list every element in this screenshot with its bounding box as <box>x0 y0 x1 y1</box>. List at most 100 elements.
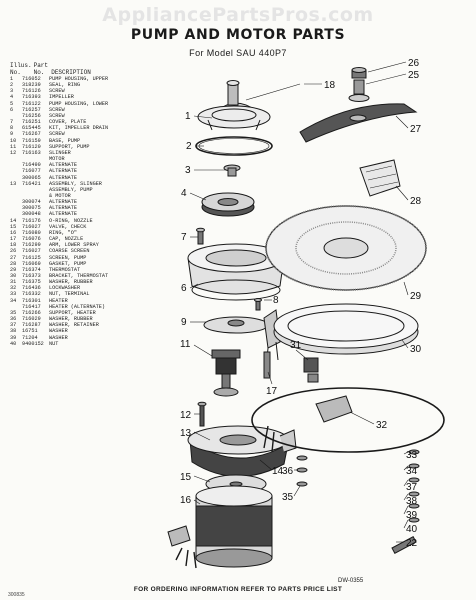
legend-illus-no: 31 <box>10 279 17 286</box>
legend-row: 12 716163 SLINGER <box>10 150 140 156</box>
legend-description: WASHER, RETAINER <box>49 322 99 329</box>
callout-18: 18 <box>324 80 336 91</box>
legend-part-no: 716393 <box>22 94 41 101</box>
callout-32: 32 <box>376 420 388 431</box>
legend-illus-no: 28 <box>10 260 17 267</box>
legend-illus-no: 4 <box>10 94 14 101</box>
legend-part-no: 716421 <box>22 180 41 187</box>
legend-part-no: 716176 <box>22 217 41 224</box>
legend-row: 33 716332 NUT, TERMINAL <box>10 291 140 297</box>
legend-description: ARM, LOWER SPRAY <box>49 242 99 249</box>
legend-part-no: 716436 <box>22 285 41 292</box>
callout-16: 16 <box>180 495 192 506</box>
legend-part-no: 300075 <box>22 205 41 212</box>
legend-part-no: 716332 <box>22 291 41 298</box>
callout-34: 34 <box>406 466 418 477</box>
legend-part-no: 318239 <box>22 82 41 89</box>
legend-header-illus: Illus. <box>10 62 32 69</box>
pump-screen <box>265 205 427 291</box>
legend-row: 5 716122 PUMP HOUSING, LOWER <box>10 101 140 107</box>
ordering-footer: FOR ORDERING INFORMATION REFER TO PARTS … <box>133 586 343 593</box>
legend-description: SCREW <box>49 88 65 95</box>
legend-part-no: 716251 <box>22 119 41 126</box>
lower-spray-arm <box>299 103 418 143</box>
legend-description: IMPELLER <box>49 94 74 101</box>
legend-header-desc: DESCRIPTION <box>51 69 91 76</box>
legend-row: & MOTOR <box>10 193 140 199</box>
legend-description: PUMP HOUSING, LOWER <box>49 100 109 107</box>
legend-illus-no: 18 <box>10 242 17 249</box>
pump-gasket <box>273 303 419 355</box>
legend-part-no: 716076 <box>22 236 41 243</box>
legend-part-no: 300048 <box>22 211 41 218</box>
screw-7 <box>196 227 205 245</box>
legend-illus-no: 10 <box>10 137 17 144</box>
legend-description: SCREW <box>49 131 65 138</box>
legend-illus-no: 5 <box>10 100 14 107</box>
legend-part-no: 716027 <box>22 248 41 255</box>
legend-illus-no: 16 <box>10 229 17 236</box>
drawing-code: DW-0355 <box>338 578 364 584</box>
legend-description: ALTERNATE <box>49 205 78 212</box>
callout-1: 1 <box>185 111 191 122</box>
legend-description: ALTERNATE <box>49 162 78 169</box>
legend-part-no: 716287 <box>22 322 41 329</box>
legend-description: COARSE SCREEN <box>49 248 90 255</box>
legend-row: 9 716267 SCREW <box>10 131 140 137</box>
callout-14: 14 <box>272 466 284 477</box>
legend-part-no: 716163 <box>22 149 41 156</box>
callout-39: 39 <box>406 510 418 521</box>
heater-element <box>251 387 445 453</box>
legend-description: SLINGER <box>49 149 71 156</box>
legend-illus-no: 30 <box>10 273 17 279</box>
motor <box>167 485 273 569</box>
legend-description: & MOTOR <box>49 192 71 199</box>
coarse-screen <box>359 159 401 197</box>
legend-part-no: 716029 <box>22 316 41 323</box>
legend-illus-no: 9 <box>10 131 14 138</box>
callout-22: 22 <box>406 538 418 549</box>
legend-illus-no: 12 <box>10 149 17 156</box>
legend-description: CAP, NOZZLE <box>49 236 84 243</box>
callout-labels: 1 2 3 4 7 6 8 9 11 12 13 14 15 16 17 18 … <box>180 58 422 549</box>
impeller <box>201 192 255 217</box>
legend-part-no: 716122 <box>22 100 41 107</box>
callout-30: 30 <box>410 344 422 355</box>
legend-part-no: 716490 <box>22 162 41 169</box>
legend-description: BASE, PUMP <box>49 137 81 144</box>
legend-part-no: 716267 <box>22 131 41 138</box>
callout-37: 37 <box>406 482 418 493</box>
legend-description: WASHER, RUBBER <box>49 316 93 323</box>
legend-description: COVER, PLATE <box>49 119 87 126</box>
legend-description: WASHER <box>49 328 68 335</box>
legend-illus-no: 33 <box>10 291 17 298</box>
legend-description: ALTERNATE <box>49 211 78 218</box>
legend-description: O-RING, NOZZLE <box>49 217 93 224</box>
legend-illus-no: 14 <box>10 217 17 224</box>
legend-illus-no: 38 <box>10 328 17 335</box>
legend-description: GASKET, PUMP <box>49 260 87 267</box>
screw-8 <box>254 298 262 311</box>
legend-description: RING, "O" <box>49 229 78 236</box>
legend-description: PUMP HOUSING, UPPER <box>49 76 109 82</box>
legend-description: NUT, TERMINAL <box>49 291 90 298</box>
callout-8: 8 <box>273 295 279 306</box>
callout-35: 35 <box>282 492 294 503</box>
washer-stack <box>296 449 420 523</box>
legend-part-no: 716077 <box>22 168 41 175</box>
legend-header-part: Part <box>33 62 49 69</box>
callout-12: 12 <box>180 410 192 421</box>
legend-part-no: 716126 <box>22 88 41 95</box>
legend-part-no: 716374 <box>22 266 41 273</box>
legend-part-no: 9400152 <box>22 340 44 347</box>
